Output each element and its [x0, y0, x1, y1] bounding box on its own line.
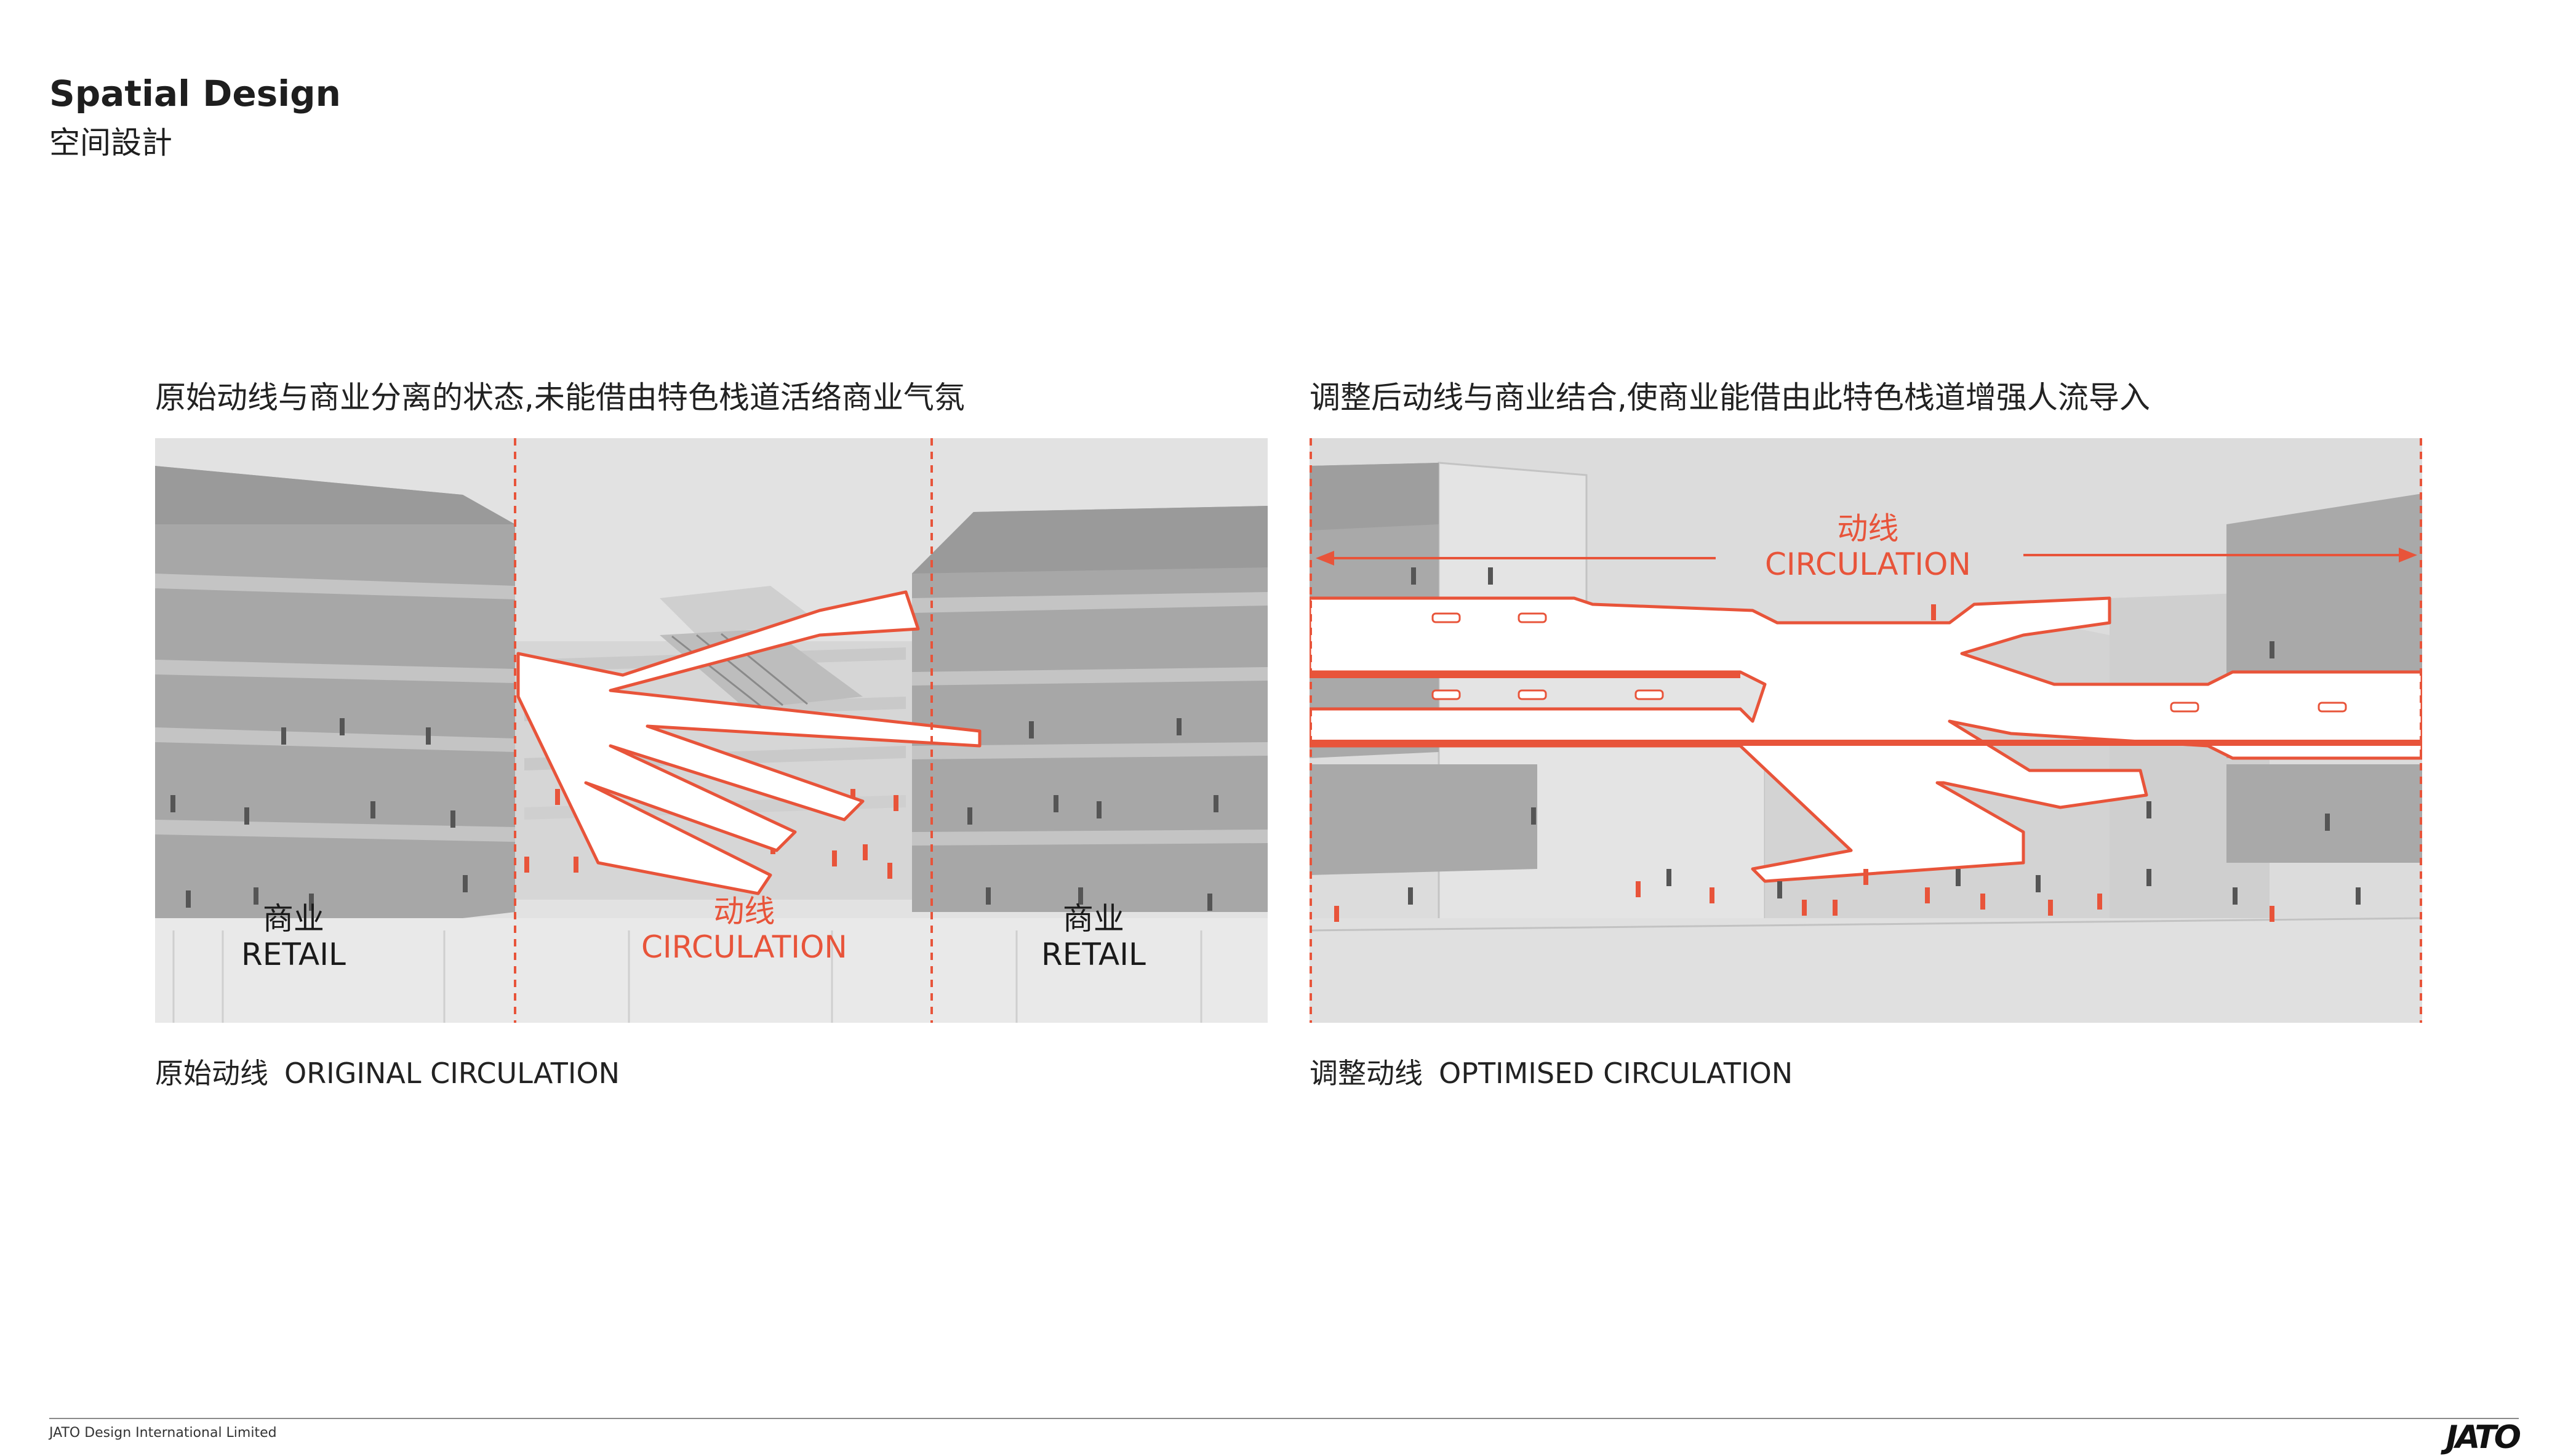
footer-company: JATO Design International Limited — [49, 1425, 277, 1441]
right-caption-cn: 调整动线 — [1310, 1057, 1423, 1090]
original-circulation-diagram: 商业 RETAIL 动线 CIRCULATION 商业 RETAIL — [155, 438, 1268, 1023]
left-caption-en: ORIGINAL CIRCULATION — [284, 1057, 620, 1090]
circulation-label-left-en: CIRCULATION — [641, 929, 847, 965]
retail-label-left: 商业 RETAIL — [241, 901, 346, 972]
footer-divider — [49, 1418, 2519, 1419]
optimised-circulation-diagram: 动线 CIRCULATION — [1310, 438, 2422, 1023]
retail-label-right-en: RETAIL — [1041, 937, 1146, 972]
circulation-label-right-en: CIRCULATION — [1765, 546, 1971, 582]
page-title-cn: 空间設計 — [49, 125, 172, 161]
circulation-label-right-cn: 动线 — [1837, 511, 1899, 546]
retail-label-right: 商业 RETAIL — [1041, 901, 1146, 972]
right-caption: 调整动线 OPTIMISED CIRCULATION — [1310, 1051, 1793, 1092]
page-title-en: Spatial Design — [49, 73, 341, 114]
circulation-label-left-cn: 动线 — [713, 894, 775, 929]
retail-label-left-cn: 商业 — [262, 901, 324, 937]
left-caption: 原始动线 ORIGINAL CIRCULATION — [155, 1051, 620, 1092]
left-caption-cn: 原始动线 — [155, 1057, 268, 1090]
right-panel-heading: 调整后动线与商业结合,使商业能借由此特色栈道增强人流导入 — [1310, 380, 2150, 415]
company-logo: JATO — [2446, 1419, 2521, 1456]
left-panel-heading: 原始动线与商业分离的状态,未能借由特色栈道活络商业气氛 — [155, 380, 965, 415]
right-caption-en: OPTIMISED CIRCULATION — [1439, 1057, 1793, 1090]
optimised-circulation-drawing — [1310, 438, 2422, 1023]
original-circulation-drawing — [155, 438, 1268, 1023]
circulation-label-right: 动线 CIRCULATION — [1765, 511, 1971, 582]
retail-label-right-cn: 商业 — [1062, 901, 1124, 937]
retail-label-left-en: RETAIL — [241, 937, 346, 972]
circulation-label-left: 动线 CIRCULATION — [641, 894, 847, 965]
